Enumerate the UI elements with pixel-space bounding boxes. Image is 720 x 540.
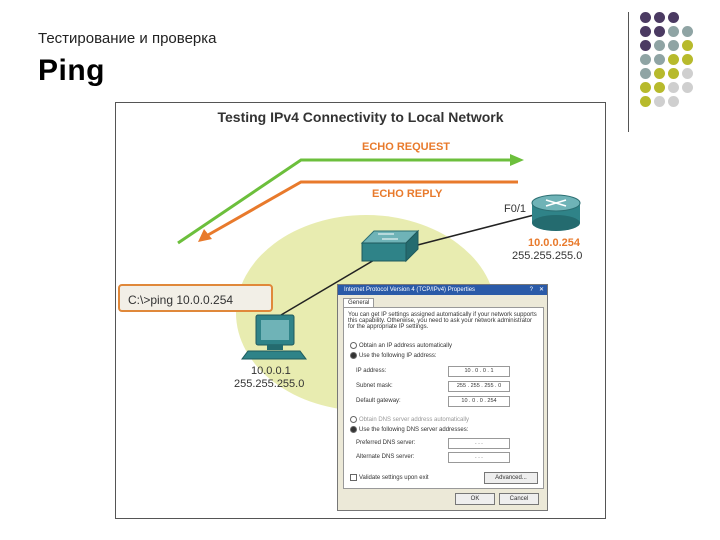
diagram-title: Testing IPv4 Connectivity to Local Netwo… <box>217 109 504 125</box>
decor-dot <box>668 40 679 51</box>
decor-dot <box>654 12 665 23</box>
default-gateway-label: Default gateway: <box>356 398 401 404</box>
ok-button[interactable]: OK <box>455 493 495 505</box>
router-mask-label: 255.255.255.0 <box>512 250 583 262</box>
decor-dot <box>682 40 693 51</box>
alternate-dns-field[interactable]: . . . <box>448 452 510 463</box>
decor-dot <box>668 68 679 79</box>
router-icon <box>531 194 581 231</box>
decor-dot <box>640 82 651 93</box>
default-gateway-field[interactable]: 10 . 0 . 0 . 254 <box>448 396 510 407</box>
decor-dot <box>682 68 693 79</box>
echo-request-arrowhead <box>510 154 524 166</box>
decor-dot <box>654 96 665 107</box>
radio-use-ip[interactable]: Use the following IP address: <box>350 352 437 359</box>
subnet-mask-label: Subnet mask: <box>356 383 393 389</box>
decor-dot <box>668 96 679 107</box>
echo-reply-label: ECHO REPLY <box>372 188 443 200</box>
decor-dot <box>682 54 693 65</box>
preferred-dns-label: Preferred DNS server: <box>356 440 416 446</box>
decor-dot <box>654 26 665 37</box>
validate-checkbox[interactable]: Validate settings upon exit <box>350 474 429 481</box>
router-interface-label: F0/1 <box>504 203 527 215</box>
decor-dot <box>668 12 679 23</box>
link-pc-switch <box>280 252 387 316</box>
decor-dot <box>682 82 693 93</box>
dialog-titlebar: Internet Protocol Version 4 (TCP/IPv4) P… <box>338 285 547 295</box>
radio-use-dns[interactable]: Use the following DNS server addresses: <box>350 426 468 433</box>
echo-request-label: ECHO REQUEST <box>362 141 451 153</box>
decor-dot <box>654 40 665 51</box>
cancel-button[interactable]: Cancel <box>499 493 539 505</box>
slide-subtitle: Тестирование и проверка <box>38 30 217 47</box>
dialog-panel: You can get IP settings assigned automat… <box>343 307 544 489</box>
slide-title: Ping <box>38 54 105 87</box>
echo-reply-arrowhead <box>198 229 212 242</box>
diagram-frame: Testing IPv4 Connectivity to Local Netwo… <box>115 102 606 519</box>
decor-dot-grid <box>640 12 700 117</box>
radio-auto-ip[interactable]: Obtain an IP address automatically <box>350 342 452 349</box>
decor-dot <box>640 54 651 65</box>
decor-divider <box>628 12 629 132</box>
echo-request-arrow <box>177 158 511 245</box>
decor-dot <box>668 54 679 65</box>
decor-dot <box>640 96 651 107</box>
decor-dot <box>640 26 651 37</box>
pc-ip-label: 10.0.0.1 <box>251 365 291 377</box>
advanced-button[interactable]: Advanced... <box>484 472 538 484</box>
decor-dot <box>654 54 665 65</box>
switch-icon <box>360 229 420 263</box>
decor-dot <box>640 68 651 79</box>
pc-icon <box>241 314 307 360</box>
decor-dot <box>654 68 665 79</box>
decor-dot <box>668 26 679 37</box>
echo-reply-arrow <box>207 180 518 237</box>
alternate-dns-label: Alternate DNS server: <box>356 454 415 460</box>
ip-address-field[interactable]: 10 . 0 . 0 . 1 <box>448 366 510 377</box>
ping-command-box: C:\>ping 10.0.0.254 <box>118 284 273 312</box>
subnet-mask-field[interactable]: 255 . 255 . 255 . 0 <box>448 381 510 392</box>
decor-dot <box>654 82 665 93</box>
decor-dot <box>640 12 651 23</box>
dialog-intro: You can get IP settings assigned automat… <box>348 312 537 330</box>
decor-dot <box>682 26 693 37</box>
help-icon[interactable]: ? <box>529 287 533 293</box>
ipv4-properties-dialog: Internet Protocol Version 4 (TCP/IPv4) P… <box>337 284 548 511</box>
router-ip-label: 10.0.0.254 <box>528 237 580 249</box>
tab-general[interactable]: General <box>343 298 375 308</box>
ip-address-label: IP address: <box>356 368 387 374</box>
close-icon[interactable]: ✕ <box>538 287 544 293</box>
dialog-title: Internet Protocol Version 4 (TCP/IPv4) P… <box>344 287 476 293</box>
preferred-dns-field[interactable]: . . . <box>448 438 510 449</box>
link-switch-router <box>405 214 535 249</box>
decor-dot <box>640 40 651 51</box>
pc-mask-label: 255.255.255.0 <box>234 378 305 390</box>
radio-auto-dns[interactable]: Obtain DNS server address automatically <box>350 416 469 423</box>
decor-dot <box>668 82 679 93</box>
